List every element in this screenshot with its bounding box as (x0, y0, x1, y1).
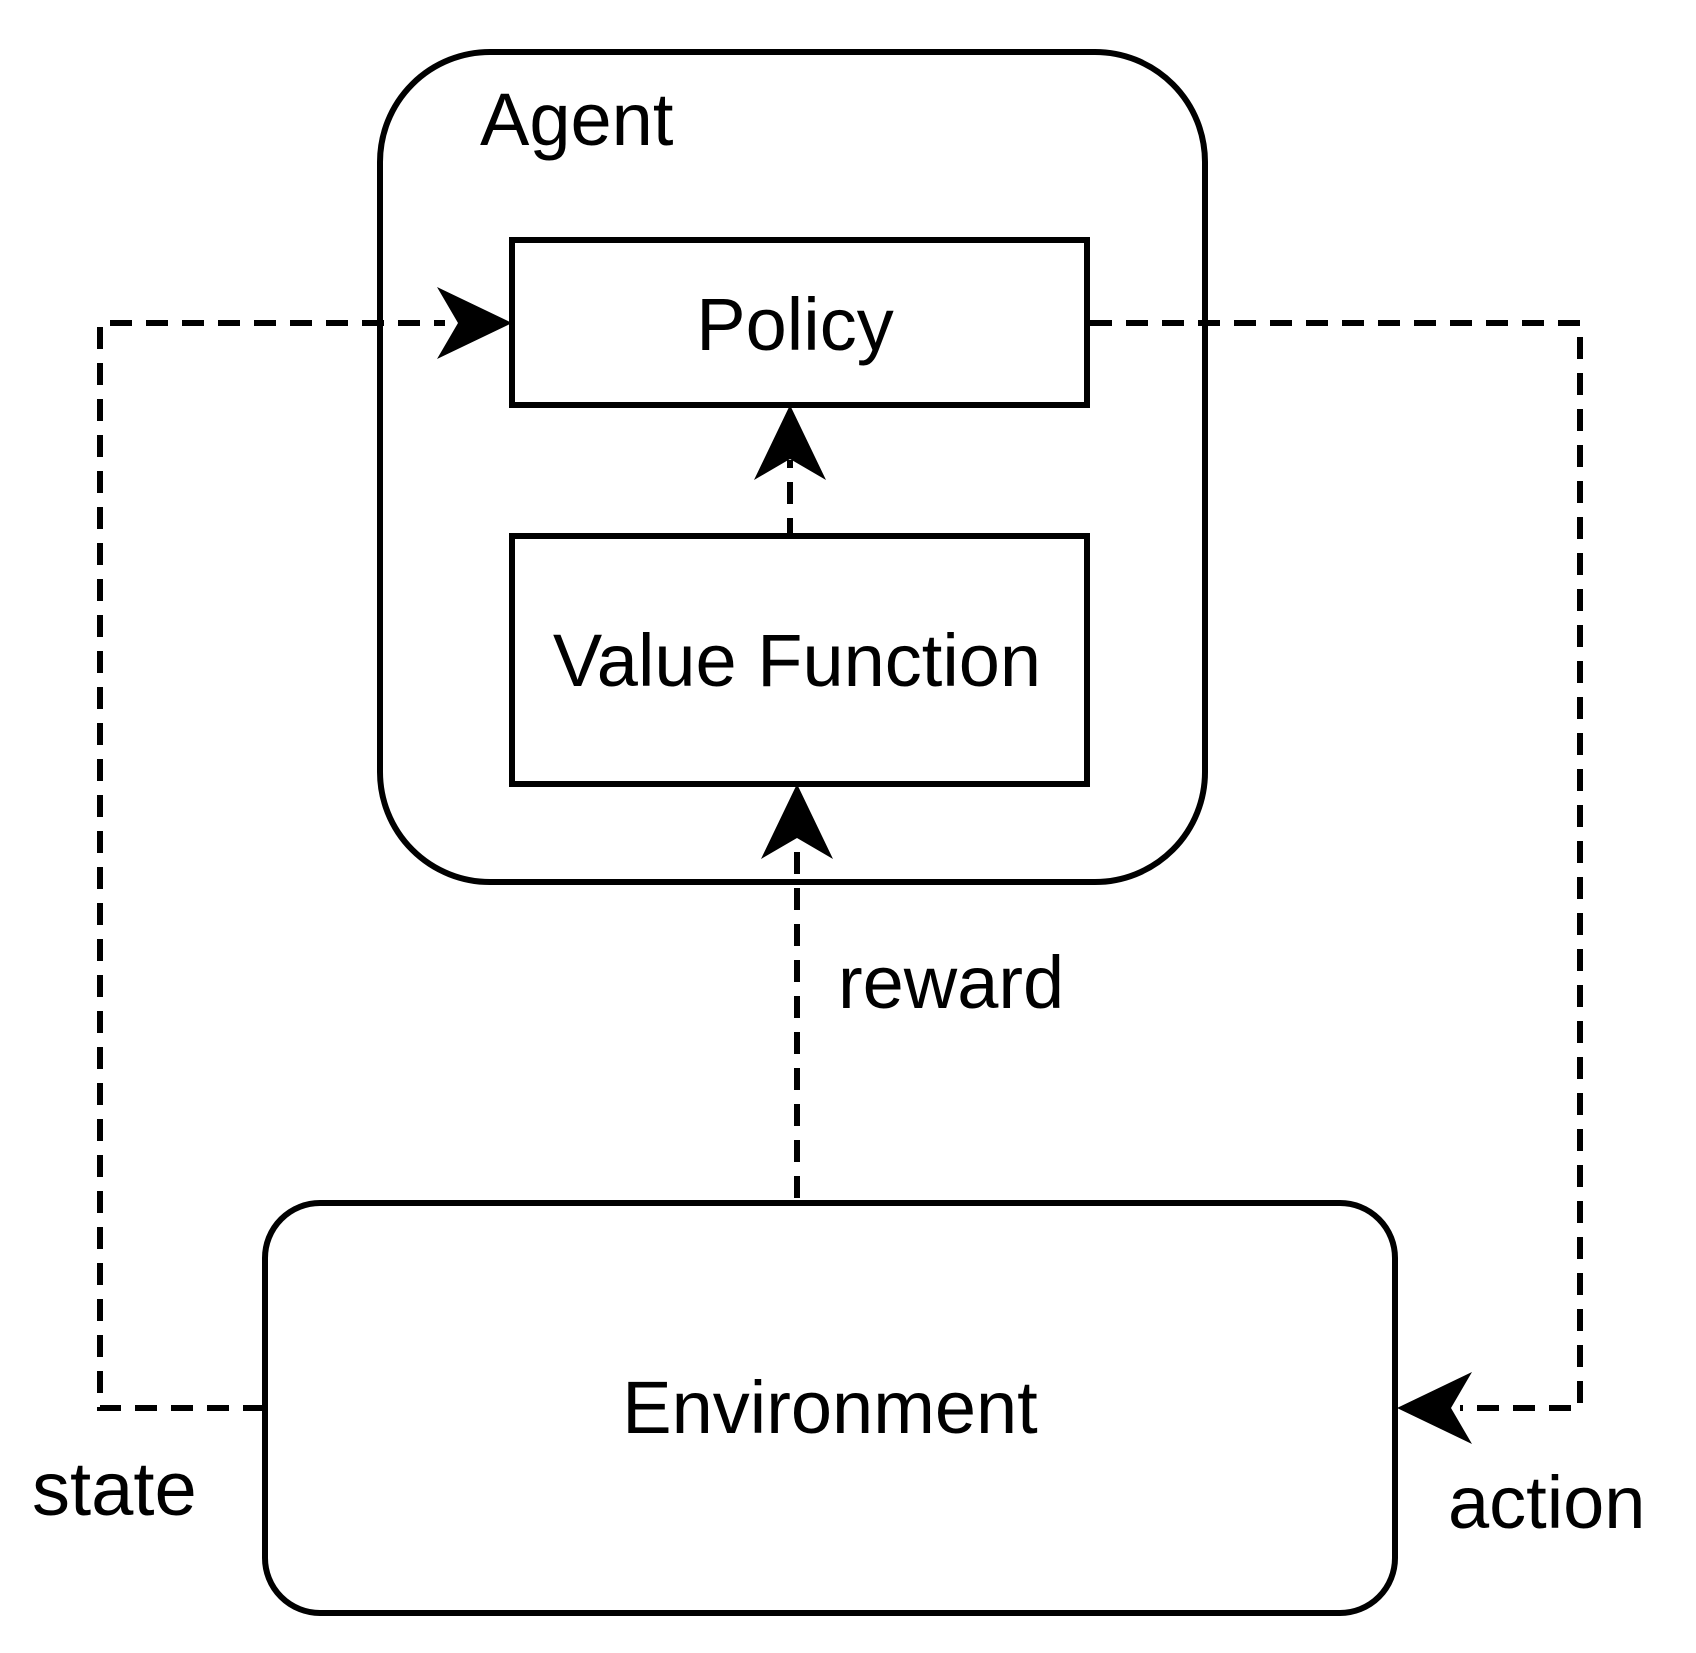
state-edge (97, 320, 445, 1411)
value-to-policy-arrowhead (754, 405, 826, 480)
environment-label: Environment (622, 1366, 1038, 1449)
agent-label: Agent (480, 78, 674, 161)
action-arrowhead (1397, 1372, 1472, 1444)
policy-label: Policy (696, 283, 893, 366)
reward-arrowhead (761, 784, 833, 859)
state-label: state (32, 1447, 197, 1532)
connectors (97, 320, 1583, 1411)
value-function-label: Value Function (553, 619, 1041, 702)
action-edge (1090, 320, 1583, 1411)
state-arrowhead (437, 287, 512, 359)
value-function-box (509, 533, 1090, 787)
policy-box (509, 237, 1090, 408)
reward-label: reward (838, 941, 1064, 1024)
action-label: action (1448, 1461, 1645, 1544)
